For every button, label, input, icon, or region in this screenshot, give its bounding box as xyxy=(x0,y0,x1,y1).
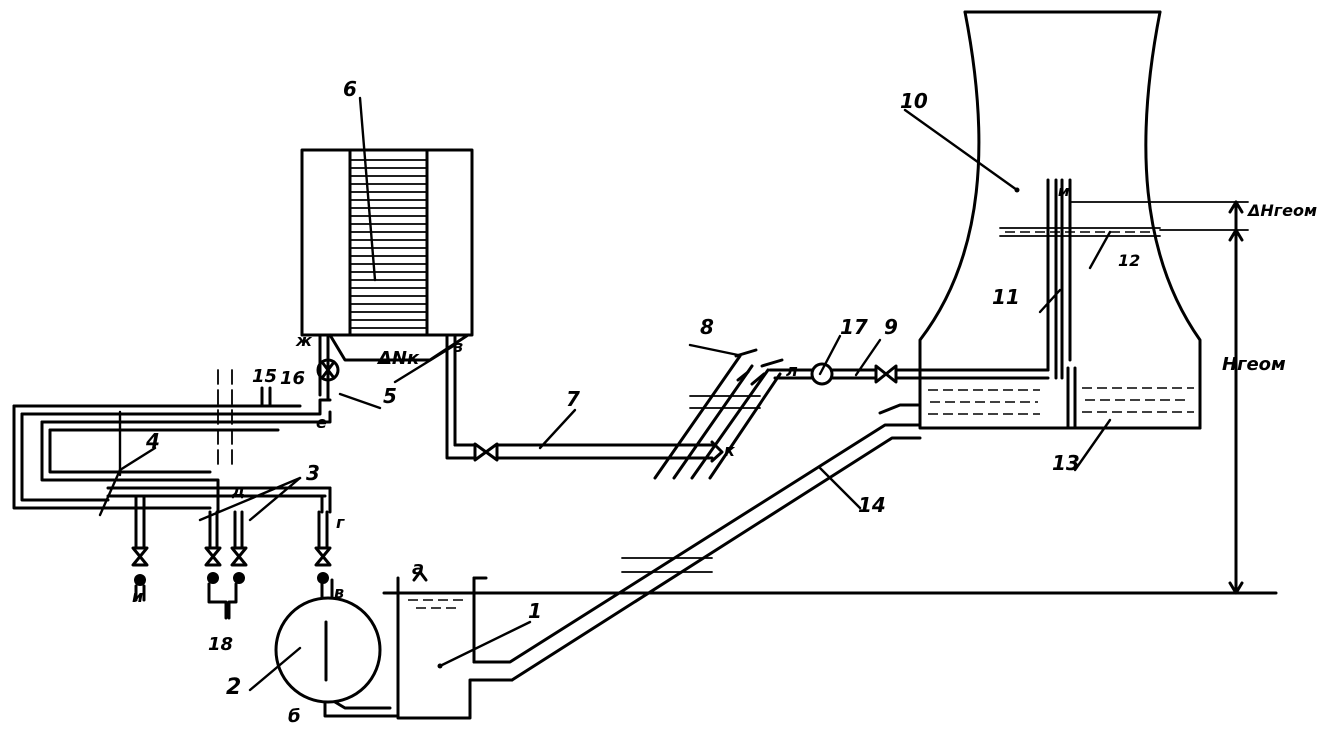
label-delta-hgeo: ΔHгеом xyxy=(1246,201,1317,220)
head-dimension xyxy=(1069,200,1249,595)
valve-group xyxy=(131,510,332,620)
label-v: в xyxy=(334,583,344,602)
label-7: 7 xyxy=(566,387,580,411)
label-15: 15 xyxy=(252,366,277,387)
label-5: 5 xyxy=(383,384,397,408)
label-z: з xyxy=(453,337,463,356)
heat-exchanger xyxy=(300,148,474,452)
support-structure xyxy=(653,348,784,480)
leader-lines xyxy=(98,96,1112,692)
pressure-pipe xyxy=(445,440,724,463)
label-14: 14 xyxy=(858,493,886,517)
pump xyxy=(316,358,340,382)
tube-bundle xyxy=(349,159,428,329)
label-17: 17 xyxy=(840,315,868,339)
label-layer: 1 2 3 4 5 6 7 8 9 10 11 12 13 14 15 16 1… xyxy=(132,77,1317,727)
label-10: 10 xyxy=(900,89,928,113)
label-d: д xyxy=(231,481,245,500)
label-8: 8 xyxy=(700,315,714,339)
label-12: 12 xyxy=(1118,251,1140,270)
label-k: к xyxy=(724,441,736,460)
label-g: г xyxy=(336,513,345,532)
tower-basin-water xyxy=(928,387,1194,415)
label-16: 16 xyxy=(280,368,305,389)
label-delta-nk: ΔNк xyxy=(376,348,420,369)
label-13: 13 xyxy=(1052,451,1080,475)
upper-pipe xyxy=(768,362,1050,386)
label-4: 4 xyxy=(145,429,160,453)
label-i: и xyxy=(132,587,143,606)
label-9: 9 xyxy=(884,315,898,339)
intake-pipe xyxy=(472,403,922,682)
label-e: е xyxy=(316,413,327,432)
label-l: л xyxy=(786,361,798,380)
label-hgeo: Hгеом xyxy=(1222,354,1286,375)
label-a: а xyxy=(412,558,424,579)
spherical-vessel xyxy=(274,578,400,718)
header-piping xyxy=(12,369,332,514)
cooling-tower xyxy=(918,10,1202,430)
label-11: 11 xyxy=(992,285,1020,309)
label-b: б xyxy=(288,706,301,727)
lower-reservoir xyxy=(382,570,1278,720)
label-zh: ж xyxy=(295,331,313,350)
label-1: 1 xyxy=(528,599,542,623)
label-m: м xyxy=(1058,184,1069,200)
label-6: 6 xyxy=(343,77,357,101)
label-2: 2 xyxy=(226,675,241,700)
label-18: 18 xyxy=(208,634,233,655)
label-3: 3 xyxy=(306,461,320,485)
